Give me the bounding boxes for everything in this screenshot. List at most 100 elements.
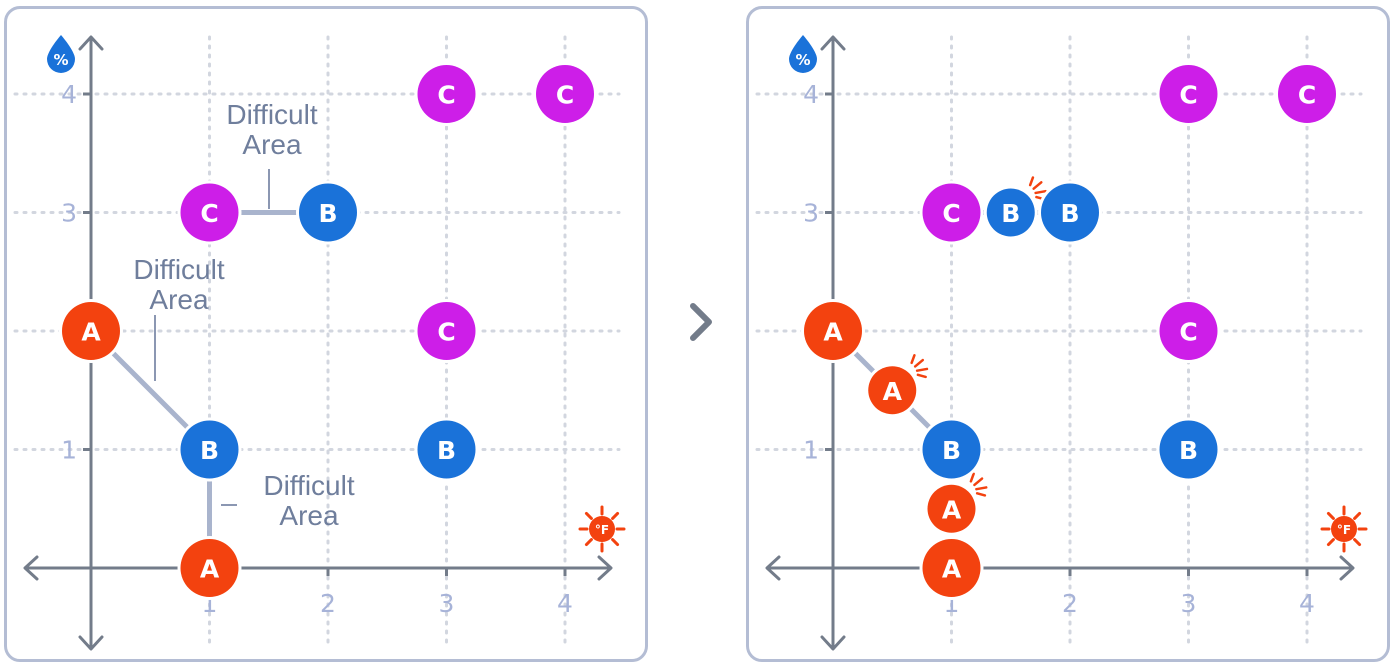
sparkle-ray bbox=[969, 472, 975, 483]
sparkle-ray bbox=[1028, 176, 1035, 187]
marker-disc bbox=[922, 539, 981, 597]
marker-disc bbox=[922, 420, 981, 479]
marker-label: C bbox=[437, 318, 455, 347]
humidity-drop-label: % bbox=[795, 51, 810, 69]
marker-b: B bbox=[1038, 180, 1102, 245]
y-tick-label: 3 bbox=[803, 199, 819, 228]
marker-disc bbox=[868, 366, 917, 415]
marker-label: C bbox=[1179, 81, 1197, 110]
marker-disc bbox=[417, 420, 476, 479]
marker-disc bbox=[417, 65, 476, 123]
x-tick-label: 3 bbox=[1181, 589, 1197, 618]
marker-label: A bbox=[942, 555, 962, 584]
sparkle-ray bbox=[913, 358, 925, 368]
y-tick-label: 4 bbox=[803, 80, 819, 109]
sparkle-ray bbox=[1034, 189, 1047, 195]
x-tick-label: 4 bbox=[1299, 589, 1315, 618]
marker-label: C bbox=[200, 199, 218, 228]
marker-a: A bbox=[801, 299, 865, 363]
annotation-text: Difficult bbox=[263, 470, 355, 501]
marker-label: C bbox=[942, 199, 960, 228]
y-axis-arrow-down bbox=[820, 635, 846, 651]
marker-disc bbox=[1159, 302, 1218, 360]
temperature-sun-icon: °F bbox=[578, 505, 626, 553]
marker-b: B bbox=[177, 417, 242, 482]
marker-label: B bbox=[1179, 436, 1198, 465]
x-axis-arrow-right bbox=[1339, 555, 1355, 581]
marker-disc bbox=[1159, 65, 1218, 123]
marker-a: A bbox=[59, 299, 123, 363]
x-tick-label: 2 bbox=[320, 589, 336, 618]
marker-c: C bbox=[1275, 62, 1339, 126]
marker-a: A bbox=[919, 536, 984, 600]
marker-c: C bbox=[533, 62, 597, 126]
marker-label: C bbox=[1298, 81, 1316, 110]
sparkle-ray bbox=[973, 477, 984, 487]
marker-c: C bbox=[1156, 299, 1221, 363]
marker-c: C bbox=[414, 299, 479, 363]
marker-disc bbox=[180, 539, 239, 597]
marker-b: B bbox=[296, 180, 360, 245]
sparkle-ray bbox=[915, 367, 929, 372]
humidity-drop-label: % bbox=[53, 51, 68, 69]
humidity-drop-icon: % bbox=[789, 35, 817, 73]
x-tick-label: 3 bbox=[439, 589, 455, 618]
marker-b: B bbox=[919, 417, 984, 482]
marker-label: A bbox=[81, 318, 101, 347]
temperature-sun-icon: °F bbox=[1320, 505, 1368, 553]
sparkle-burst-icon bbox=[910, 354, 929, 379]
sparkle-ray bbox=[975, 486, 988, 491]
temperature-sun-label: °F bbox=[1337, 523, 1351, 537]
marker-disc bbox=[922, 183, 981, 242]
y-tick-label: 1 bbox=[61, 436, 77, 465]
marker-b: B bbox=[1156, 417, 1221, 482]
marker-disc bbox=[62, 302, 120, 360]
marker-c: C bbox=[1156, 62, 1221, 126]
annotation-text: Difficult bbox=[133, 254, 225, 285]
chevron-right-icon bbox=[685, 300, 717, 344]
marker-label: A bbox=[942, 495, 962, 524]
marker-a: A bbox=[177, 536, 242, 600]
y-tick-label: 4 bbox=[61, 80, 77, 109]
marker-disc bbox=[986, 188, 1035, 237]
x-axis-arrow-left bbox=[23, 555, 39, 581]
marker-disc bbox=[180, 183, 239, 242]
y-axis-arrow-up bbox=[820, 35, 846, 51]
temperature-sun-label: °F bbox=[595, 523, 609, 537]
y-axis-arrow-down bbox=[78, 635, 104, 651]
marker-a: A bbox=[865, 354, 929, 418]
marker-disc bbox=[804, 302, 862, 360]
marker-label: A bbox=[883, 377, 903, 406]
marker-disc bbox=[1278, 65, 1336, 123]
sparkle-ray bbox=[910, 354, 916, 365]
annotation-text: Difficult bbox=[226, 99, 318, 130]
sun-ray bbox=[1353, 538, 1362, 547]
y-axis-arrow-up bbox=[78, 35, 104, 51]
marker-b: B bbox=[983, 176, 1047, 240]
sun-ray bbox=[1326, 538, 1335, 547]
sparkle-ray bbox=[916, 373, 927, 379]
marker-label: B bbox=[318, 199, 337, 228]
x-tick-label: 4 bbox=[557, 589, 573, 618]
marker-label: B bbox=[1060, 199, 1079, 228]
annotation-text: Area bbox=[149, 284, 209, 315]
marker-label: B bbox=[942, 436, 961, 465]
y-tick-label: 1 bbox=[803, 436, 819, 465]
marker-label: B bbox=[437, 436, 456, 465]
plot-before: 12341234%°FDifficultAreaDifficultAreaDif… bbox=[13, 35, 626, 651]
panel-before: 12341234%°FDifficultAreaDifficultAreaDif… bbox=[4, 6, 648, 662]
y-tick-label: 3 bbox=[61, 199, 77, 228]
marker-disc bbox=[417, 302, 476, 360]
sun-ray bbox=[611, 511, 620, 520]
marker-label: C bbox=[1179, 318, 1197, 347]
marker-disc bbox=[536, 65, 594, 123]
x-axis-arrow-left bbox=[765, 555, 781, 581]
marker-disc bbox=[927, 484, 976, 533]
marker-disc bbox=[1159, 420, 1218, 479]
grid bbox=[755, 35, 1363, 651]
humidity-drop-icon: % bbox=[47, 35, 75, 73]
x-tick-label: 2 bbox=[1062, 589, 1078, 618]
